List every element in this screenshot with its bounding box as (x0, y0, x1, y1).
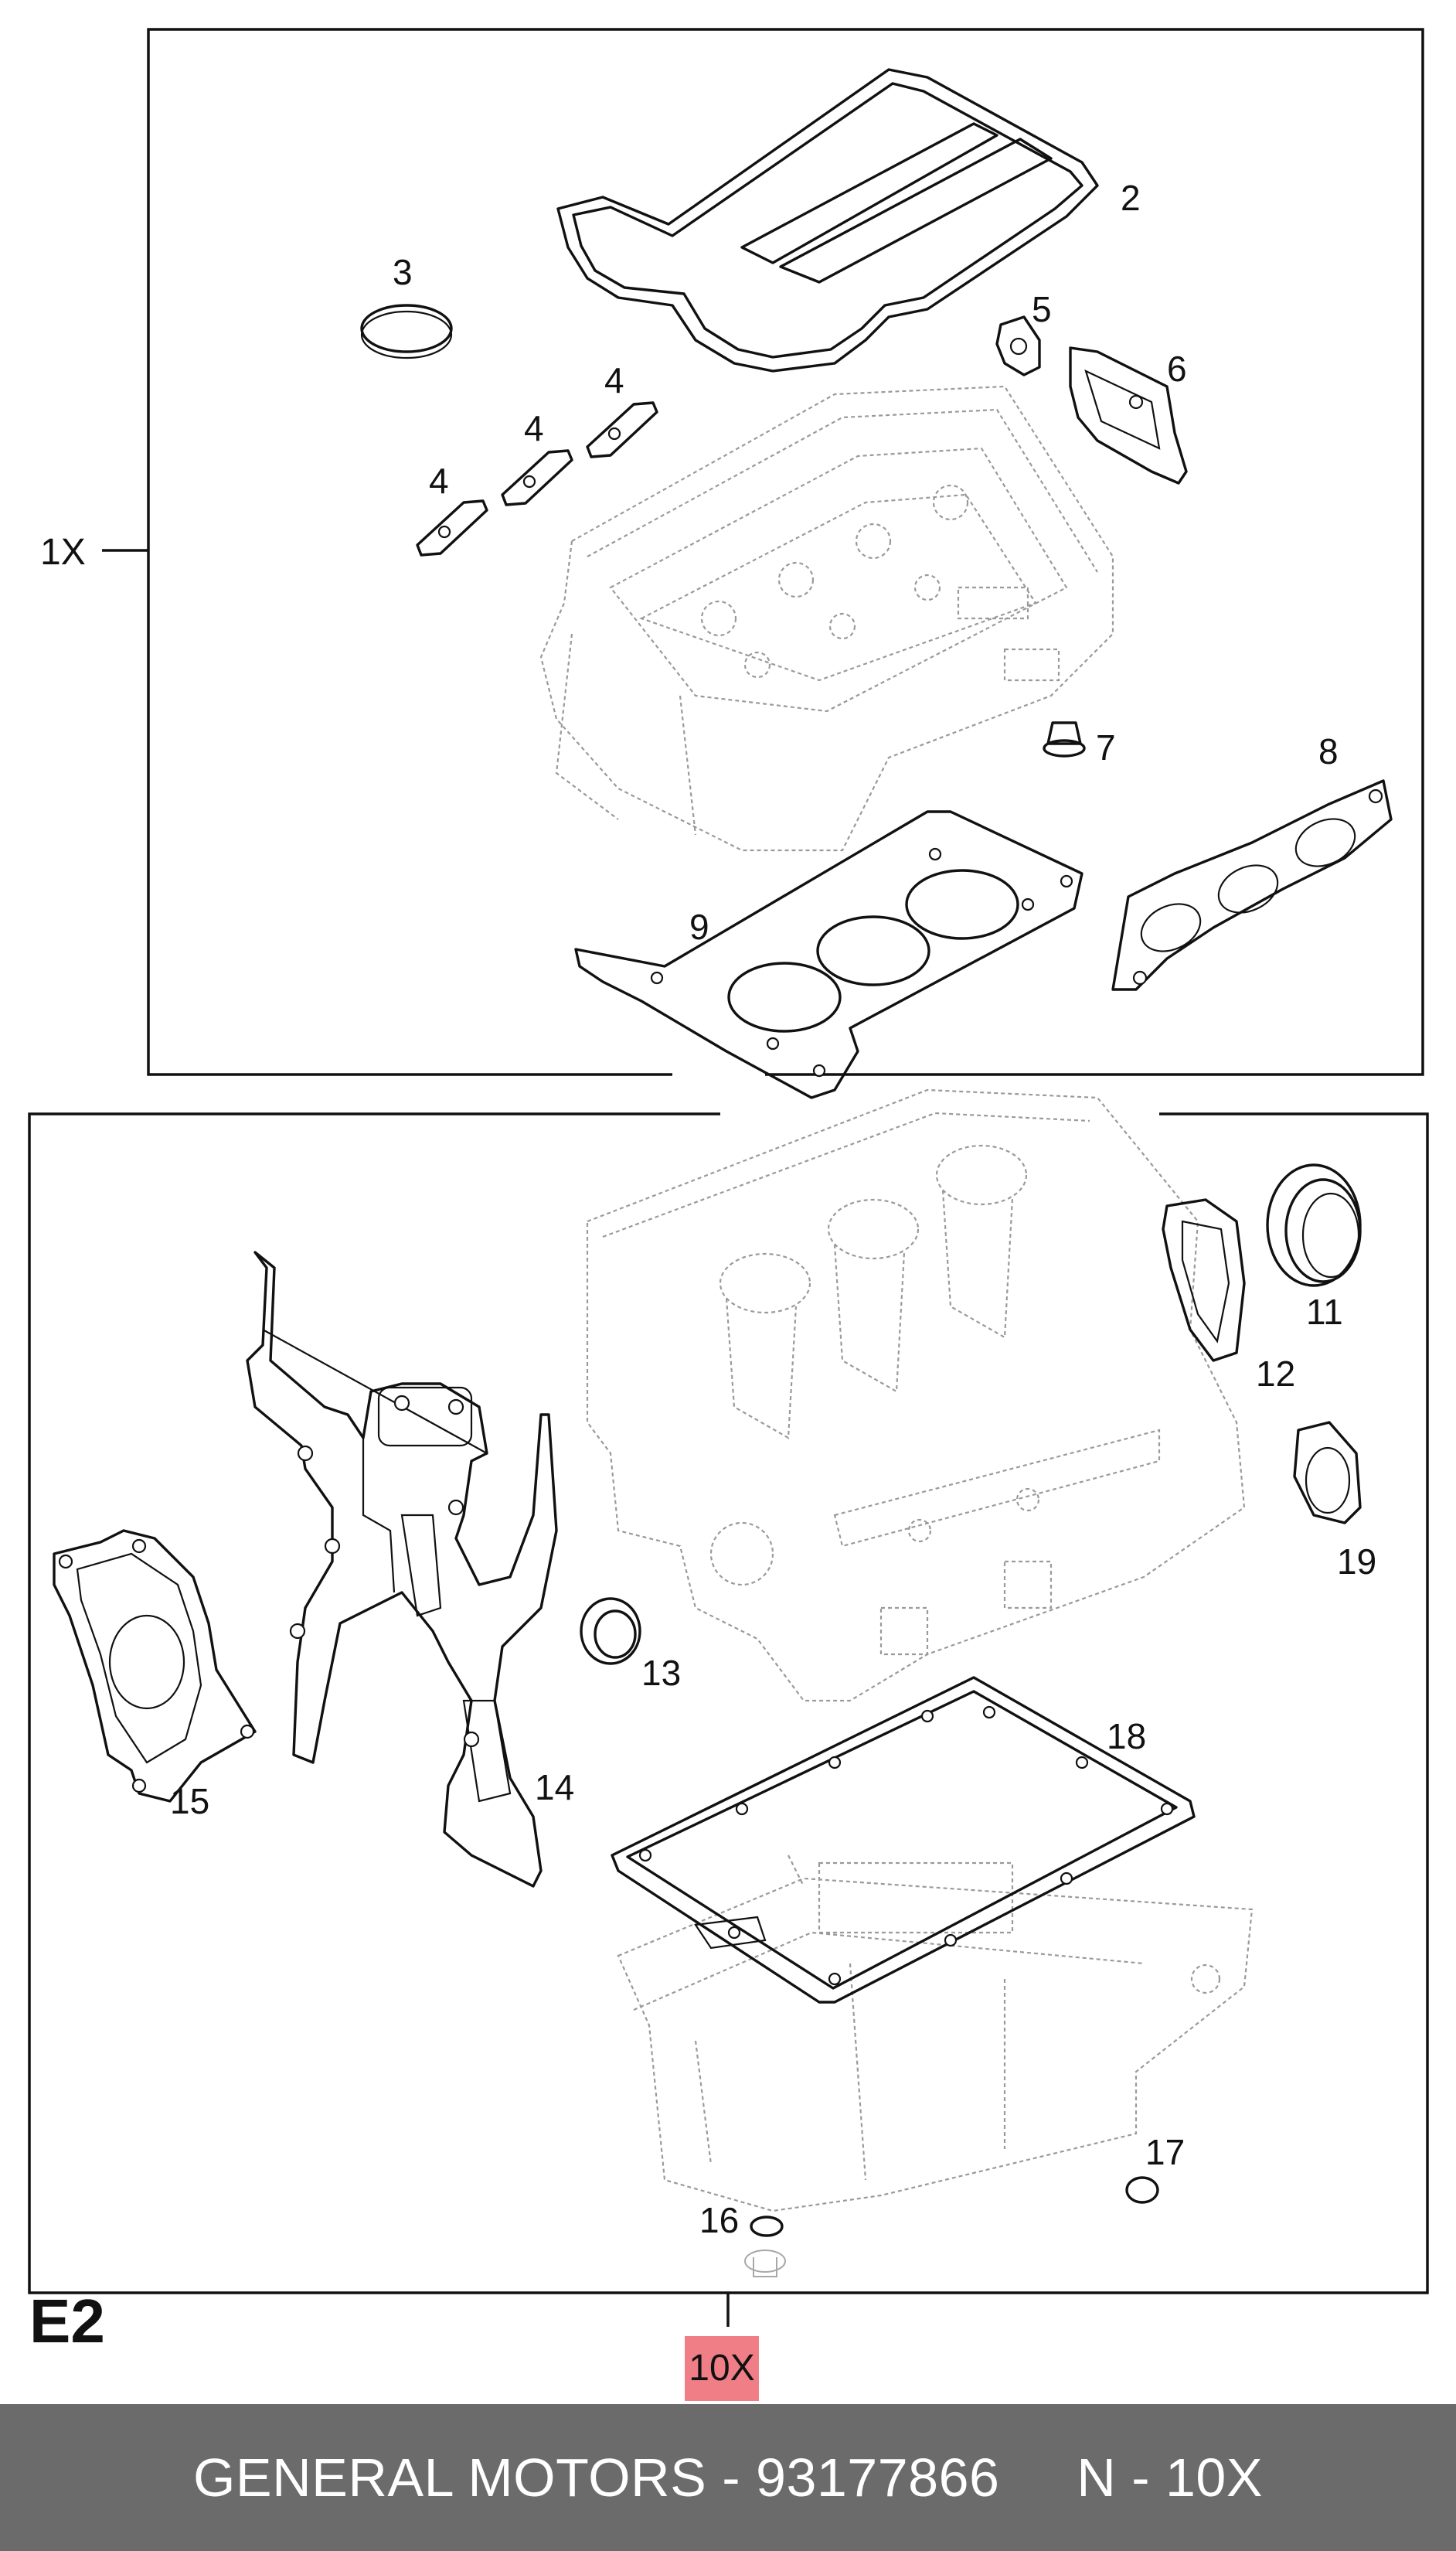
seal-19 (1293, 1421, 1362, 1524)
group-qty-total-highlight (685, 2336, 759, 2401)
seal-13 (580, 1597, 641, 1665)
callout-9: 9 (689, 907, 709, 947)
cover-gasket-6 (1069, 346, 1188, 485)
footer-part-number: 93177866 (756, 2447, 1000, 2508)
callout-11: 11 (1306, 1292, 1343, 1332)
tube-seal-4a (416, 499, 488, 557)
callout-7: 7 (1096, 727, 1116, 768)
exploded-parts-diagram: 2 3 4 4 4 5 6 7 8 9 11 12 13 14 15 16 17… (28, 28, 1429, 2401)
tube-seal-4b (501, 449, 573, 506)
upper-group-frame (102, 28, 1424, 1076)
o-ring-3 (360, 304, 453, 359)
callout-14: 14 (535, 1767, 574, 1807)
plug-7 (1043, 721, 1086, 758)
group-qty-upper: 1X (40, 532, 86, 573)
callout-8: 8 (1318, 731, 1339, 771)
footer-separator: - (706, 2447, 757, 2508)
callout-4a: 4 (429, 461, 449, 501)
small-gasket-5 (995, 315, 1041, 376)
tube-seal-4c (586, 401, 658, 458)
callout-17: 17 (1145, 2132, 1185, 2172)
valve-cover-gasket (556, 68, 1099, 373)
callout-13: 13 (641, 1653, 681, 1693)
callout-12: 12 (1256, 1354, 1295, 1394)
cylinder-head-ghost (539, 385, 1114, 852)
o-ring-17 (1125, 2176, 1159, 2204)
washer-16 (750, 2216, 784, 2237)
drain-plug-ghost (744, 2250, 786, 2277)
timing-cover-gasket-14 (246, 1251, 558, 1888)
water-pump-gasket-15 (53, 1529, 257, 1803)
callout-16: 16 (699, 2200, 739, 2240)
callout-18: 18 (1107, 1716, 1146, 1756)
footer-brand: GENERAL MOTORS (192, 2447, 707, 2508)
footer-gap (999, 2447, 1077, 2508)
footer-qty: N - 10X (1077, 2447, 1264, 2508)
oil-pan-ghost (617, 1854, 1254, 2212)
callout-2: 2 (1121, 178, 1141, 218)
cover-gasket-12 (1162, 1198, 1246, 1362)
oil-pan-gasket-18 (611, 1676, 1196, 2004)
head-gasket-9 (574, 810, 1083, 1099)
callout-6: 6 (1167, 349, 1187, 389)
crank-seal-11 (1266, 1163, 1362, 1287)
engine-block-ghost (586, 1088, 1246, 1702)
lower-group-frame (28, 1112, 1429, 2327)
callout-19: 19 (1337, 1541, 1376, 1582)
callout-4c: 4 (604, 360, 624, 400)
callout-labels: 2 3 4 4 4 5 6 7 8 9 11 12 13 14 15 16 17… (170, 178, 1376, 2240)
callout-3: 3 (393, 252, 413, 292)
exhaust-manifold-gasket-8 (1111, 779, 1393, 991)
footer-bar: GENERAL MOTORS - 93177866 N - 10X (0, 2404, 1456, 2551)
group-qty-total: 10X (689, 2348, 754, 2389)
section-code: E2 (29, 2287, 105, 2355)
callout-5: 5 (1032, 289, 1052, 329)
callout-4b: 4 (524, 408, 544, 448)
callout-15: 15 (170, 1781, 209, 1821)
